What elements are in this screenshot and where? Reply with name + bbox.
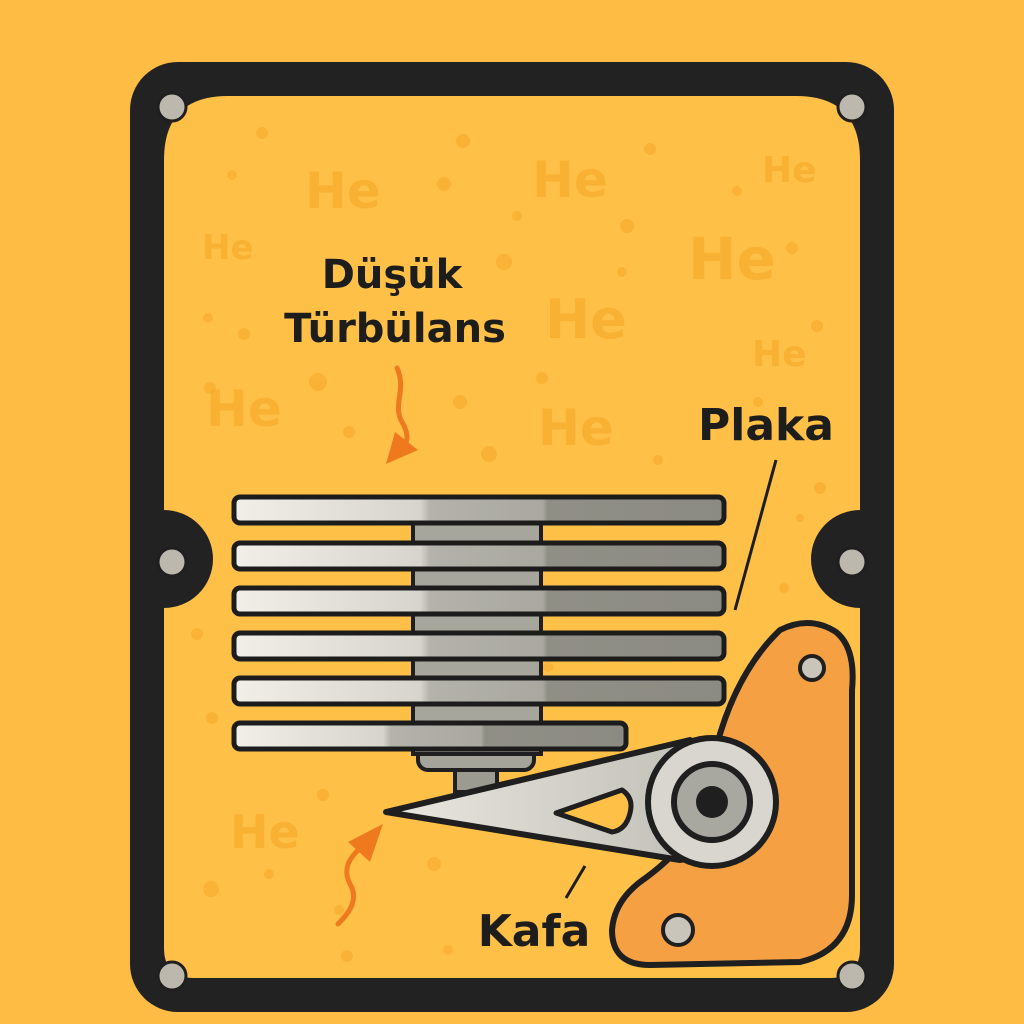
he-symbol: He <box>532 151 608 209</box>
he-symbol: He <box>545 288 627 351</box>
platter <box>231 540 727 572</box>
screw-mid-left <box>156 546 188 578</box>
platter <box>231 585 727 617</box>
actuator-bearing <box>645 735 779 869</box>
he-symbol: He <box>688 225 776 293</box>
he-symbol: He <box>202 228 254 268</box>
helium-dots <box>191 127 826 962</box>
helium-symbols: He He He He He He He He He He <box>202 150 817 859</box>
head-arm-cutout <box>553 787 634 835</box>
screw-top-right <box>836 91 868 123</box>
he-symbol: He <box>752 334 807 375</box>
platter-label: Plaka <box>698 400 834 451</box>
head-leader-line <box>564 865 587 899</box>
he-symbol: He <box>206 380 282 438</box>
screws <box>156 91 868 992</box>
screw-top-left <box>156 91 188 123</box>
screw-mid-right <box>836 546 868 578</box>
turbulence-label-line2: Türbülans <box>284 306 506 352</box>
he-symbol: He <box>762 150 817 191</box>
he-symbol: He <box>538 399 614 457</box>
head-airflow-arrow <box>335 824 383 927</box>
platter-leader-line <box>733 459 778 611</box>
platter <box>231 675 727 707</box>
he-symbol: He <box>230 805 300 859</box>
turbulence-arrow <box>386 365 418 464</box>
platter <box>231 630 727 662</box>
screw-bottom-right <box>836 960 868 992</box>
actuator-pivot-bottom <box>661 913 695 947</box>
screw-bottom-left <box>156 960 188 992</box>
he-symbol: He <box>305 162 381 220</box>
platter <box>231 720 629 752</box>
platter-stack <box>231 494 727 752</box>
head-label: Kafa <box>478 906 591 957</box>
actuator-pivot-top <box>798 654 826 682</box>
platter <box>231 494 727 526</box>
turbulence-label-line1: Düşük <box>322 252 464 298</box>
